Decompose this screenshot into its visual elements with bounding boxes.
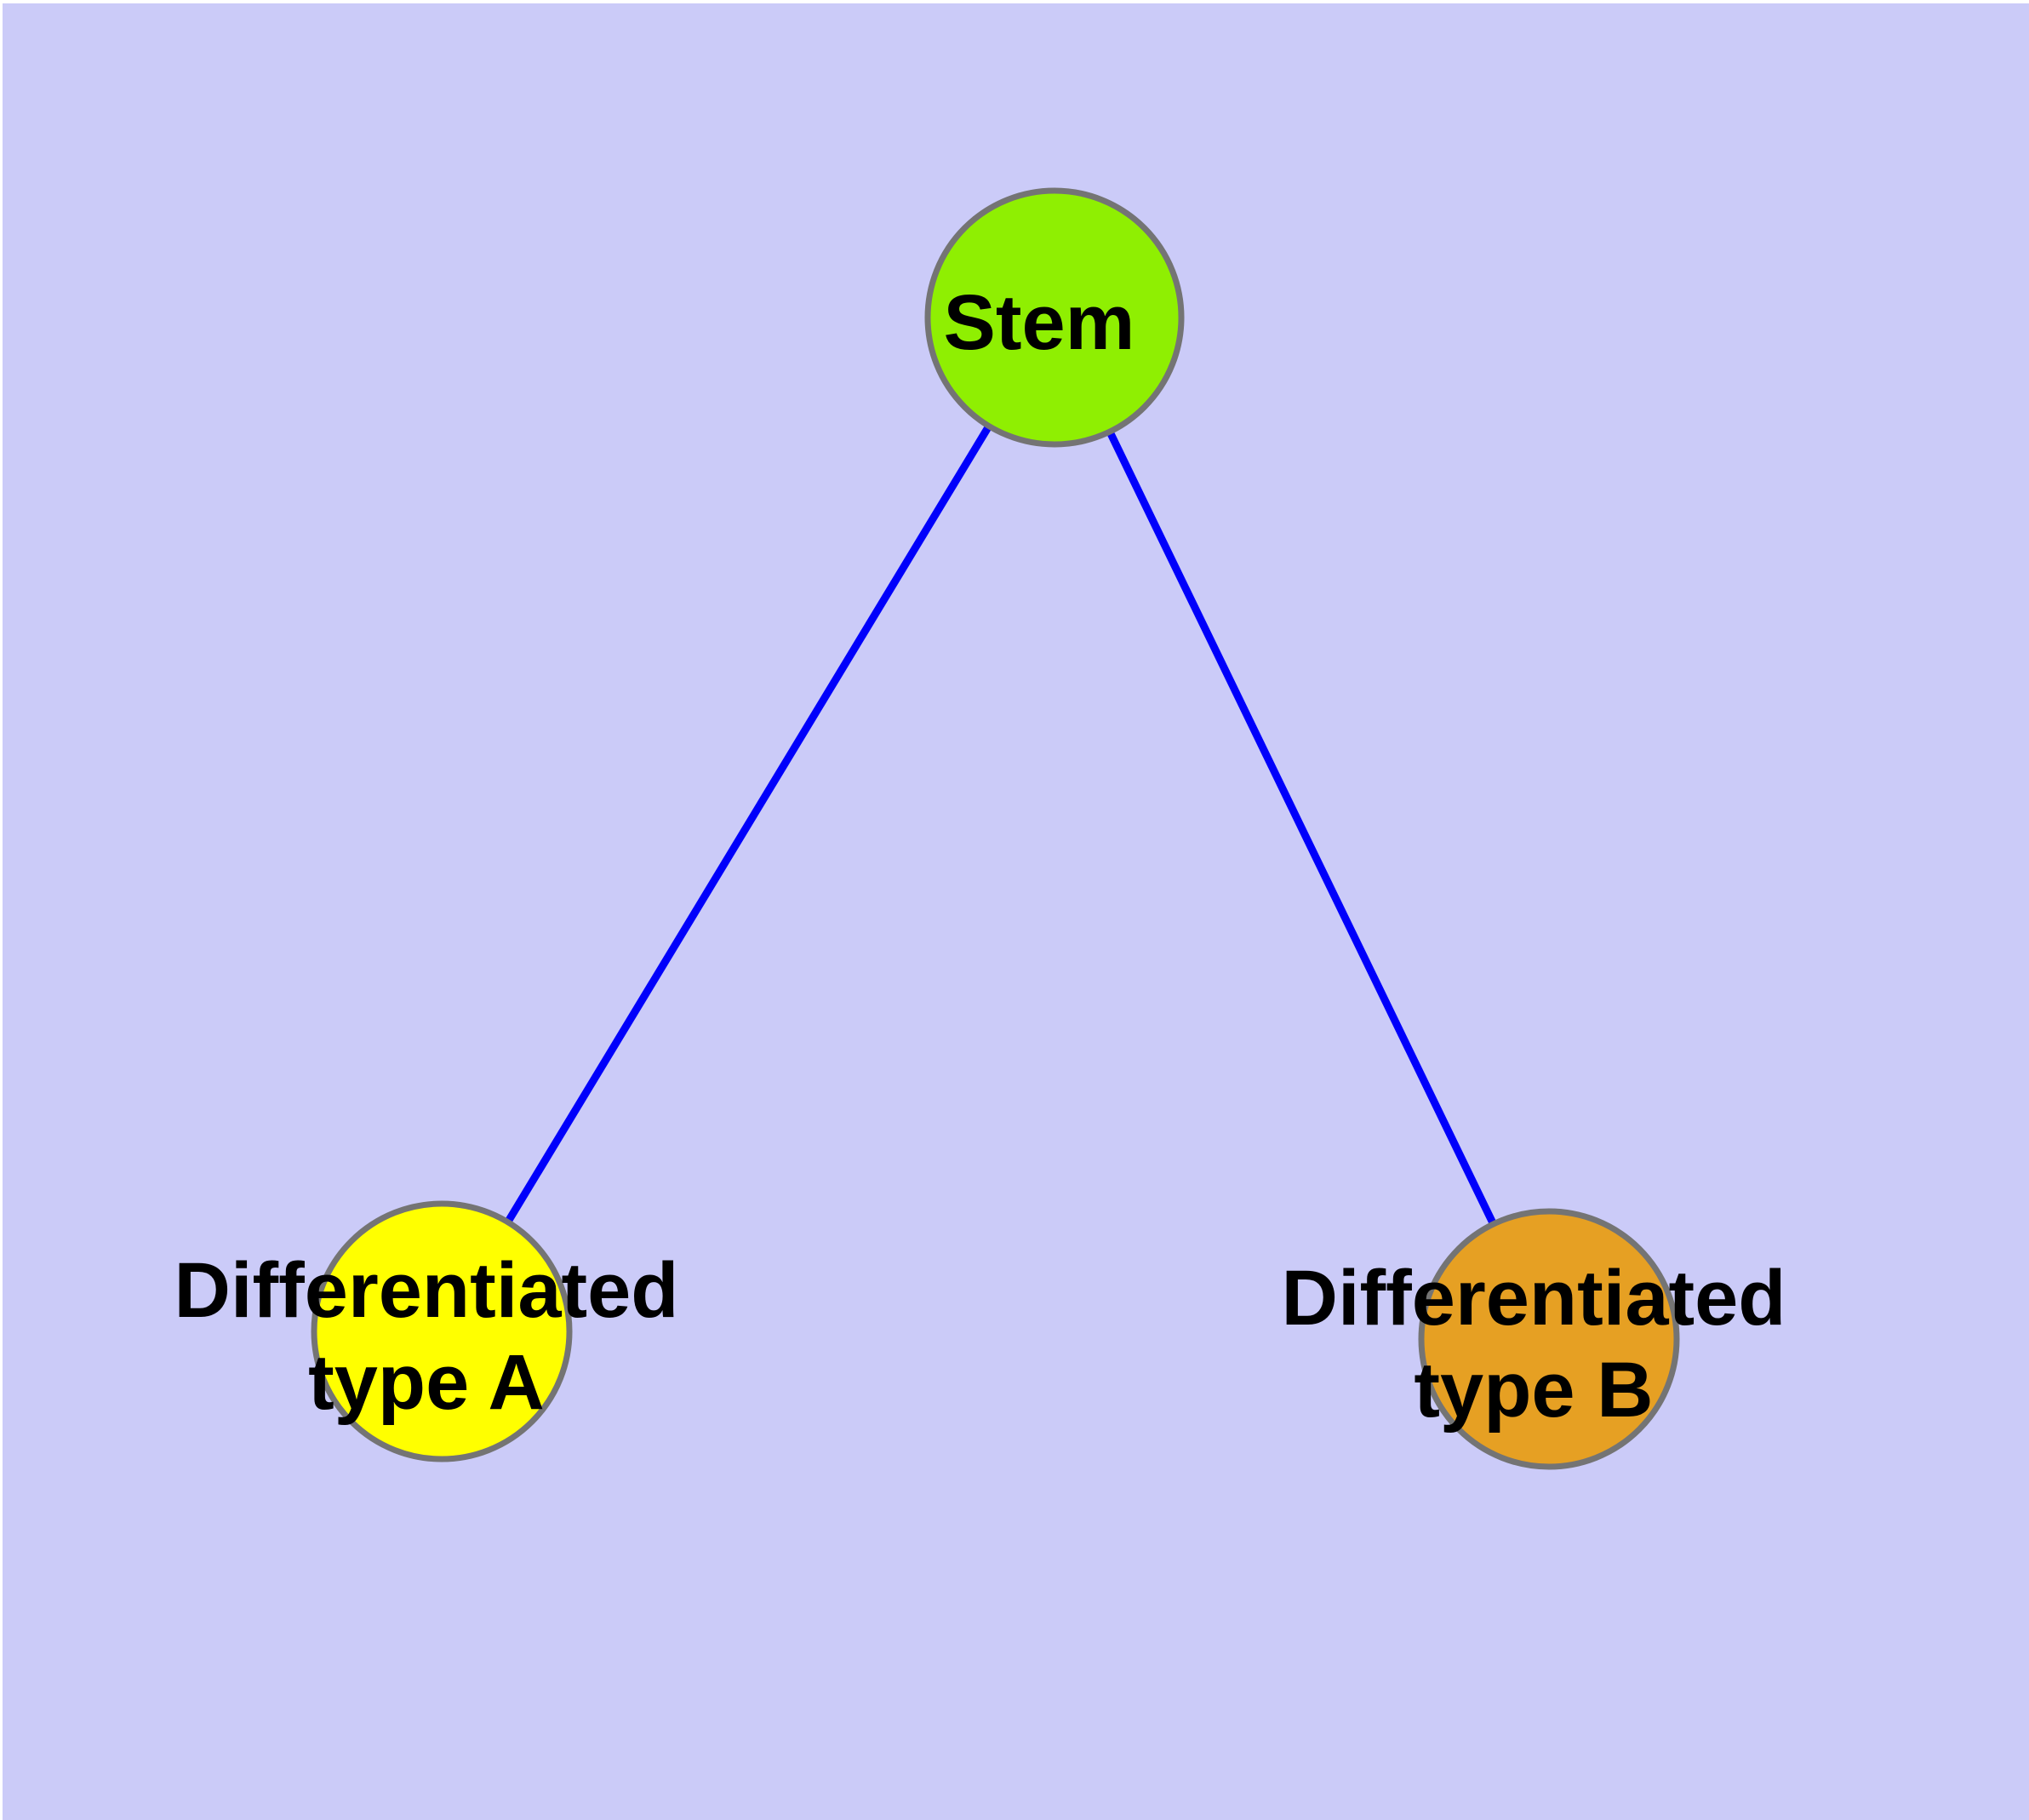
edge-stem-to-type-b [1050, 316, 1553, 1341]
node-type-a [311, 1200, 573, 1462]
node-stem [924, 187, 1185, 448]
edge-stem-to-type-a [438, 315, 1058, 1334]
node-type-b [1418, 1208, 1680, 1470]
